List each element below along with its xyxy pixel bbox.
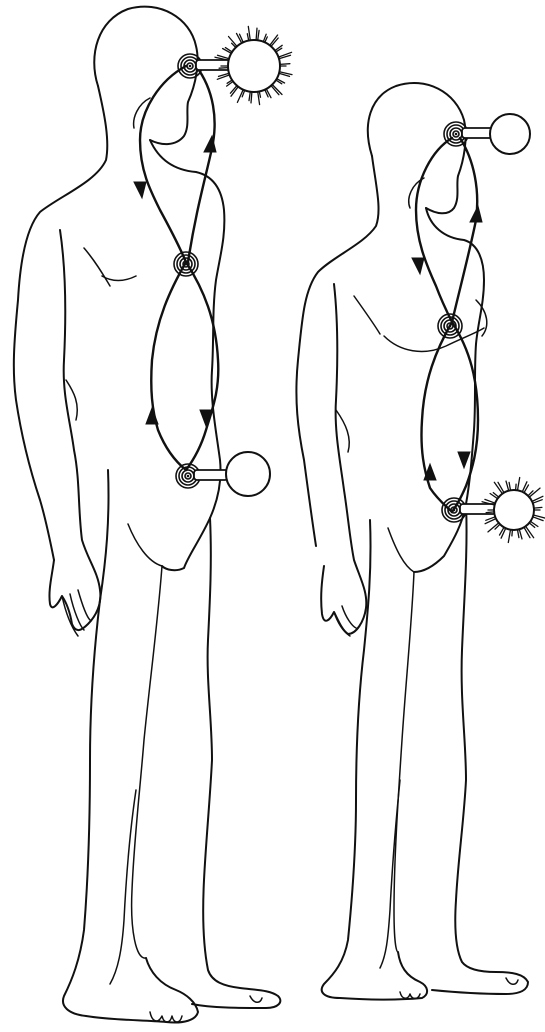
female-orb-ray [534,507,542,508]
female-orb-ray [519,529,522,539]
female-inner-leg-b [380,780,400,968]
female-flow-lower-left [421,322,452,512]
male-energy-loop [134,54,218,488]
female-orb-ray [522,482,527,492]
female-orb-ray [490,494,497,499]
female-orb-ray [508,530,510,543]
female-arrow-down-upper [412,258,424,274]
female-orb-ray [486,512,494,513]
female-belly-line [388,528,414,572]
male-orb-ray [247,34,248,41]
male-orb-ray [249,92,250,101]
female-orb-ray [518,478,520,491]
female-orb-ray [509,482,510,490]
male-toes [150,996,262,1022]
male-arrow-down-upper [134,182,146,198]
female-orb-ray [512,530,513,536]
female-arrow-down-lower [458,452,470,468]
male-orb-ray [256,28,257,40]
male-flow-lower-left [151,262,186,470]
male-orb-ray [258,30,259,40]
male-back-leg [63,470,198,1023]
female-flow-head-right [452,138,477,322]
female-armpit-line [354,296,380,334]
female-figure [296,83,528,999]
female-orb-ray [518,530,519,538]
male-back-outline [14,86,107,560]
male-armpit-line [84,248,110,286]
male-plain-orb-icon [194,452,270,496]
male-front-leg [192,518,280,1008]
male-flow-lower-right [186,262,218,470]
female-heart-center-icon [438,314,462,338]
female-orb-ray [506,481,509,491]
female-orb-ray [516,484,517,490]
male-orb-ray [259,92,260,98]
female-front-leg [432,504,528,994]
female-finger-lines [334,606,356,636]
female-breast-line [384,328,484,351]
male-figure [14,7,281,1023]
male-arm-outline [49,230,100,630]
male-belly-line [128,524,162,566]
male-front-torso [150,140,224,570]
female-radiating-orb-icon [460,478,545,543]
male-orb-ray [219,68,228,69]
female-arm-outline [321,284,366,634]
male-orb-ray [280,64,290,65]
female-inner-leg-a [394,572,414,952]
female-orb-ray [531,521,538,526]
female-flow-head-left [416,138,452,322]
male-orb-ray [251,92,252,103]
male-flow-head-right [188,66,215,262]
male-arrow-up-lower [146,408,158,424]
male-flow-head-left [140,66,186,262]
female-plain-orb-icon [462,114,530,154]
male-heart-center-icon [174,252,198,276]
female-orb-ray [501,528,506,538]
female-back-leg [322,520,427,1000]
male-inner-leg-a [132,566,162,958]
